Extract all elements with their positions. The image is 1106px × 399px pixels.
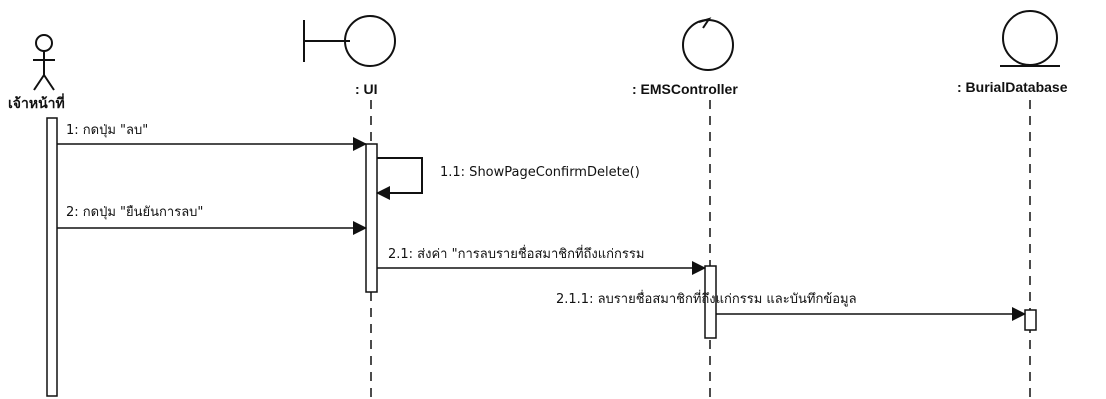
message-2-1: 2.1: ส่งค่า "การลบรายชื่อสมาชิกที่ถึงแก่…	[377, 245, 705, 268]
database-participant: : BurialDatabase	[957, 11, 1068, 399]
control-icon	[683, 19, 733, 70]
entity-icon	[1000, 11, 1060, 66]
database-activation-bar	[1025, 310, 1036, 330]
message-1-label: 1: กดปุ่ม "ลบ"	[66, 123, 148, 138]
database-label: : BurialDatabase	[957, 79, 1068, 95]
boundary-icon	[304, 16, 395, 66]
ui-label: : UI	[355, 81, 378, 97]
ui-participant: : UI	[304, 16, 395, 399]
message-1: 1: กดปุ่ม "ลบ"	[57, 123, 366, 144]
actor-label: เจ้าหน้าที่	[8, 93, 65, 111]
message-1-1-label: 1.1: ShowPageConfirmDelete()	[440, 165, 640, 180]
actor-stick-figure-icon	[33, 35, 55, 90]
message-2-label: 2: กดปุ่ม "ยืนยันการลบ"	[66, 204, 203, 220]
message-2: 2: กดปุ่ม "ยืนยันการลบ"	[57, 204, 366, 228]
ui-activation-bar	[366, 144, 377, 292]
actor-participant: เจ้าหน้าที่	[8, 35, 65, 396]
message-2-1-label: 2.1: ส่งค่า "การลบรายชื่อสมาชิกที่ถึงแก่…	[388, 245, 644, 262]
actor-activation-bar	[47, 118, 57, 396]
message-1-1: 1.1: ShowPageConfirmDelete()	[377, 158, 640, 193]
controller-participant: : EMSController	[632, 19, 738, 399]
message-1-1-self-arrow	[377, 158, 422, 193]
message-2-1-1-label: 2.1.1: ลบรายชื่อสมาชิกที่ถึงแก่กรรม และบ…	[556, 290, 857, 307]
controller-label: : EMSController	[632, 81, 738, 97]
message-2-1-1: 2.1.1: ลบรายชื่อสมาชิกที่ถึงแก่กรรม และบ…	[556, 290, 1025, 314]
